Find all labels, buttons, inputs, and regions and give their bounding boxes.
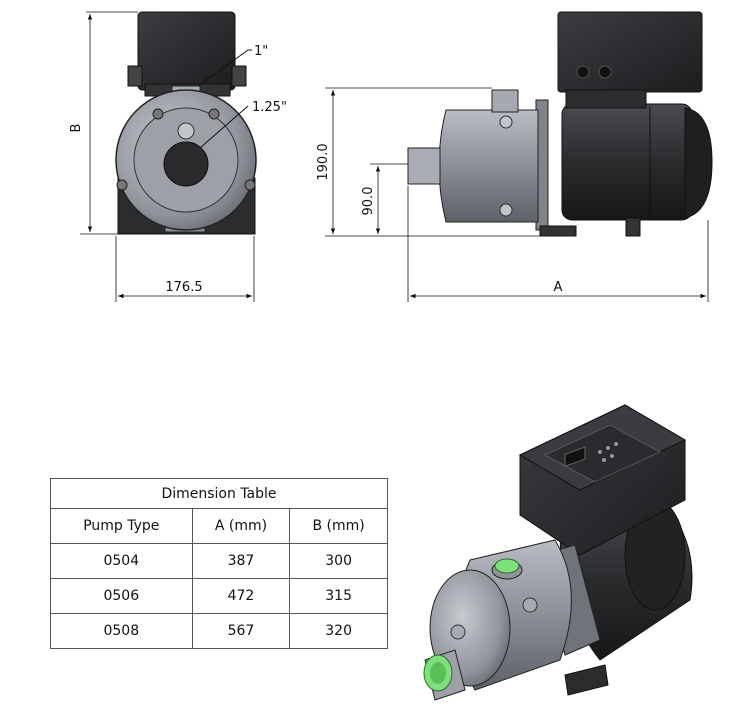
table-cell-a: 472 — [191, 578, 291, 614]
dim-190-label: 190.0 — [316, 143, 331, 180]
table-cell-b: 320 — [289, 613, 388, 649]
table-header-b: B (mm) — [289, 508, 388, 544]
front-view — [115, 11, 257, 235]
table-cell-b: 300 — [289, 543, 388, 579]
table-header-row: Pump Type A (mm) B (mm) — [50, 508, 388, 544]
outlet-leader-line — [197, 49, 249, 87]
side-outlet-pipe — [491, 89, 519, 113]
table-cell-a: 567 — [191, 613, 291, 649]
dimension-table: Dimension Table Pump Type A (mm) B (mm) … — [50, 478, 388, 649]
dim-90: 90.0 — [361, 163, 408, 234]
table-header-pump-type: Pump Type — [50, 508, 193, 544]
dim-a-label: A — [554, 280, 563, 295]
dim-width-front: 176.5 — [115, 236, 255, 302]
table-cell-a: 387 — [191, 543, 291, 579]
front-inlet-port — [163, 141, 209, 187]
side-inlet-pipe — [407, 147, 441, 185]
side-control-box — [557, 11, 703, 93]
iso-view — [423, 404, 693, 701]
side-motor — [561, 103, 693, 221]
inlet-leader-line — [199, 105, 249, 149]
table-cell-type: 0508 — [50, 613, 193, 649]
dim-width-label: 176.5 — [165, 280, 202, 295]
table-row: 0508 567 320 — [50, 613, 388, 649]
dim-b-label: B — [69, 124, 84, 133]
table-title: Dimension Table — [50, 478, 388, 509]
front-control-box — [137, 11, 236, 91]
dim-b: B — [69, 11, 138, 235]
dim-190: 190.0 — [316, 87, 540, 237]
side-view — [407, 11, 713, 237]
iso-outlet-port — [494, 558, 520, 574]
side-pump-housing — [438, 109, 539, 223]
table-row: 0506 472 315 — [50, 578, 388, 614]
table-cell-b: 315 — [289, 578, 388, 614]
dim-90-label: 90.0 — [361, 187, 376, 216]
inlet-size-label: 1.25" — [252, 100, 287, 115]
table-row: 0504 387 300 — [50, 543, 388, 579]
outlet-size-label: 1" — [254, 44, 268, 59]
table-cell-type: 0504 — [50, 543, 193, 579]
dim-a: A — [407, 186, 709, 302]
table-cell-type: 0506 — [50, 578, 193, 614]
table-header-a: A (mm) — [191, 508, 291, 544]
